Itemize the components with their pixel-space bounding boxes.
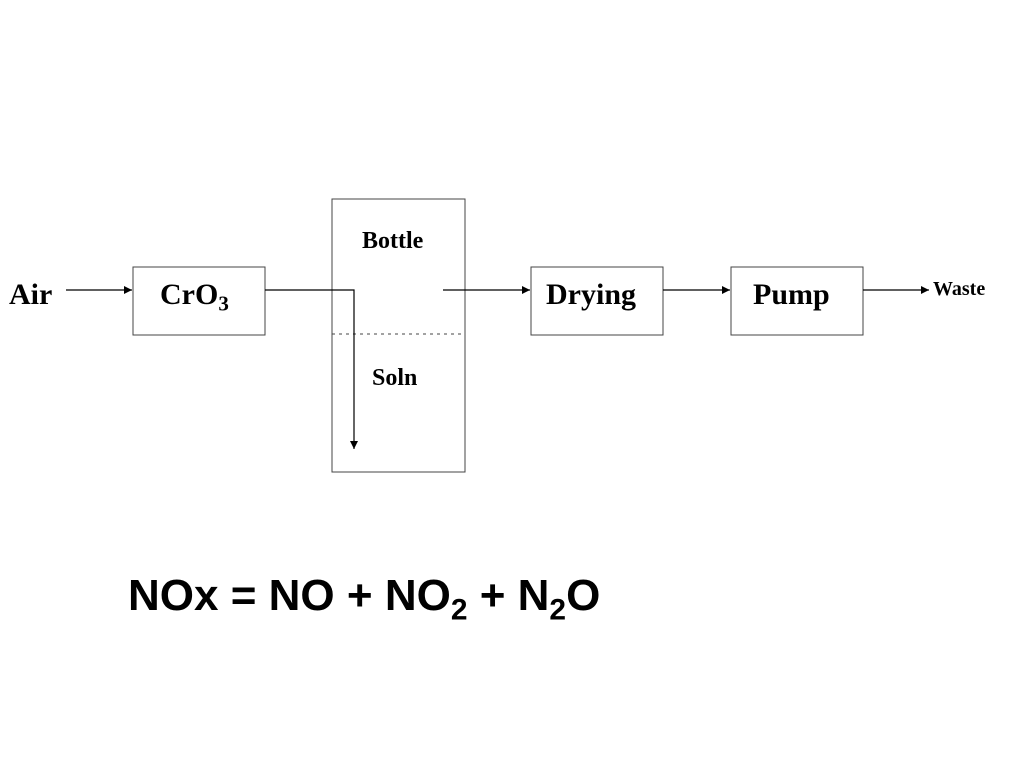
cro3-subscript: 3 [218, 291, 229, 316]
eq-n2o-subscript: 2 [549, 593, 567, 627]
drying-label: Drying [546, 278, 636, 311]
pump-box [730, 266, 864, 336]
eq-plus-2: + [479, 571, 506, 620]
eq-n2o-o: O [566, 571, 601, 620]
air-label: Air [9, 278, 53, 311]
nox-equation: NOx = NO + NO2 + N2O [128, 571, 601, 626]
arrow-cro3-into-solution [265, 289, 358, 449]
eq-n2o-n: N [517, 571, 550, 620]
eq-no2-subscript: 2 [450, 593, 468, 627]
eq-no2: NO2 [384, 571, 468, 626]
soln-label: Soln [372, 365, 418, 391]
bottle-box [331, 198, 466, 473]
cro3-main: CrO [160, 278, 219, 311]
eq-plus-1: + [346, 571, 373, 620]
pump-label: Pump [753, 278, 830, 311]
eq-n2o: N2O [517, 571, 601, 626]
cro3-label: CrO3 [160, 278, 229, 314]
waste-label: Waste [933, 278, 986, 300]
eq-equals: = [230, 571, 257, 620]
bottle-label: Bottle [362, 228, 424, 254]
eq-no: NO [268, 571, 335, 620]
eq-no2-main: NO [384, 571, 451, 620]
drying-box [530, 266, 664, 336]
eq-nox: NOx [128, 571, 219, 620]
cro3-box [132, 266, 266, 336]
